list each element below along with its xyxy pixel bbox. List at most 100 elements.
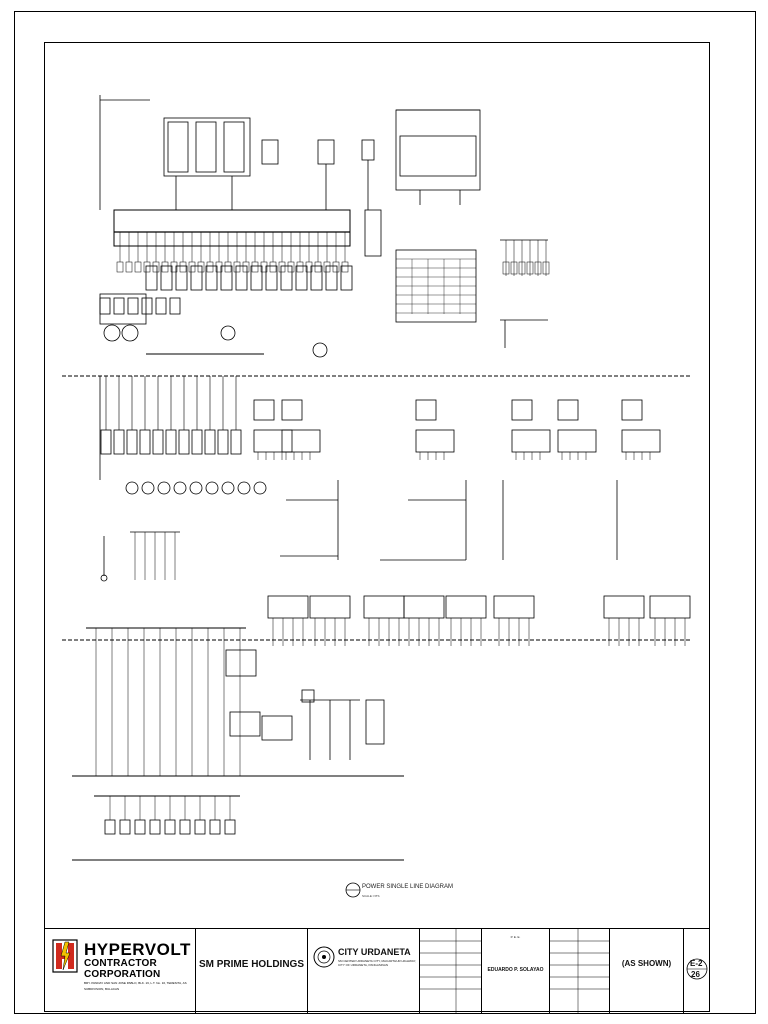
diagram-caption-scale: SCALE: NTS [362, 894, 380, 898]
feeder-breaker [265, 265, 278, 291]
motor-symbol [125, 481, 139, 495]
project-address: SM CENTER URDANETA CITY, MACARTHUR HIGHW… [338, 959, 416, 967]
sheet-number-cell: E-2 26 [684, 929, 710, 1013]
feeder-breaker [141, 297, 153, 315]
project-cell: CITY URDANETA SM CENTER URDANETA CITY, M… [308, 929, 420, 1013]
panelboard [511, 429, 551, 453]
panelboard [281, 429, 321, 453]
breaker-symbol [278, 261, 286, 273]
panelboard [253, 429, 293, 453]
scale-cell: (AS SHOWN) [610, 929, 684, 1013]
panelboard [100, 429, 112, 455]
company-name: HYPERVOLT [84, 940, 191, 959]
engineer-title: P. E. E. [510, 935, 521, 939]
motor-symbol [205, 481, 219, 495]
feeder-breaker [127, 297, 139, 315]
feeder-breaker [145, 265, 158, 291]
city-seal-icon [313, 946, 335, 968]
panelboard [217, 429, 229, 455]
panelboard [113, 429, 125, 455]
breaker-symbol [233, 261, 241, 273]
breaker-symbol [510, 261, 518, 275]
breaker-symbol [188, 261, 196, 273]
breaker-symbol [134, 261, 142, 273]
breaker-symbol [518, 261, 526, 275]
feeder-breaker [310, 265, 323, 291]
breaker-symbol [224, 819, 236, 835]
sheet-number: E-2 [690, 959, 703, 968]
panelboard [309, 595, 351, 619]
panelboard [191, 429, 203, 455]
breaker-symbol [269, 261, 277, 273]
motor-symbol [253, 481, 267, 495]
breaker-symbol [149, 819, 161, 835]
breaker-symbol [251, 261, 259, 273]
motor-symbol [141, 481, 155, 495]
breaker-symbol [242, 261, 250, 273]
panelboard [363, 595, 405, 619]
diagram-caption: POWER SINGLE LINE DIAGRAM [362, 884, 454, 890]
motor-symbol [189, 481, 203, 495]
feeder-breaker [169, 297, 181, 315]
motor-symbol [312, 342, 328, 358]
breaker-symbol [287, 261, 295, 273]
motor-symbol [237, 481, 251, 495]
breaker-symbol [125, 261, 133, 273]
panelboard [403, 595, 445, 619]
breaker-symbol [116, 261, 124, 273]
breaker-symbol [194, 819, 206, 835]
breaker-symbol [215, 261, 223, 273]
breaker-symbol [197, 261, 205, 273]
feeder-breaker [190, 265, 203, 291]
transformer-enclosure [163, 117, 251, 177]
motor-symbol [221, 481, 235, 495]
feeder-breaker [235, 265, 248, 291]
breaker-symbol [161, 261, 169, 273]
scale-value: (AS SHOWN) [621, 959, 672, 968]
metering-panel [395, 109, 481, 191]
breaker-symbol [224, 261, 232, 273]
motor-symbol [121, 324, 139, 342]
breaker-symbol [143, 261, 151, 273]
sheet-info-grid-lines [550, 929, 610, 1013]
breaker-symbol [170, 261, 178, 273]
signatory-grid [420, 929, 482, 1013]
main-switchboard [113, 209, 351, 247]
feeder-breaker [325, 265, 338, 291]
sheet-number-circle [686, 958, 708, 980]
panelboard [139, 429, 151, 455]
panel-box [281, 399, 303, 421]
hypervolt-logo-icon [52, 939, 78, 973]
breaker-symbol [341, 261, 349, 273]
breaker-symbol [534, 261, 542, 275]
contractor-cell: HYPERVOLT CONTRACTOR CORPORATION BRY. PA… [44, 929, 196, 1013]
panelboard [445, 595, 487, 619]
breaker-symbol [152, 261, 160, 273]
engineer-name: EDUARDO P. SOLAYAO [487, 967, 544, 973]
panel-box [415, 399, 437, 421]
panel-box [621, 399, 643, 421]
meter-cabinet [399, 135, 477, 177]
sheet-total: 26 [691, 970, 700, 979]
feeder-breaker [155, 297, 167, 315]
feeder-breaker [220, 265, 233, 291]
panelboard [621, 429, 661, 453]
breaker-box [261, 139, 279, 165]
breaker-symbol [332, 261, 340, 273]
panelboard [204, 429, 216, 455]
panel-box [557, 399, 579, 421]
capacitor-bank [99, 293, 147, 325]
sheet-info-grid [550, 929, 610, 1013]
panelboard [603, 595, 645, 619]
panelboard [126, 429, 138, 455]
breaker-symbol [206, 261, 214, 273]
panelboard [649, 595, 691, 619]
feeder-breaker [175, 265, 188, 291]
breaker-symbol [323, 261, 331, 273]
panelboard [365, 699, 385, 745]
feeder-breaker [205, 265, 218, 291]
breaker-symbol [260, 261, 268, 273]
motor-symbol [157, 481, 171, 495]
breaker-symbol [502, 261, 510, 275]
breaker-box [361, 139, 375, 161]
